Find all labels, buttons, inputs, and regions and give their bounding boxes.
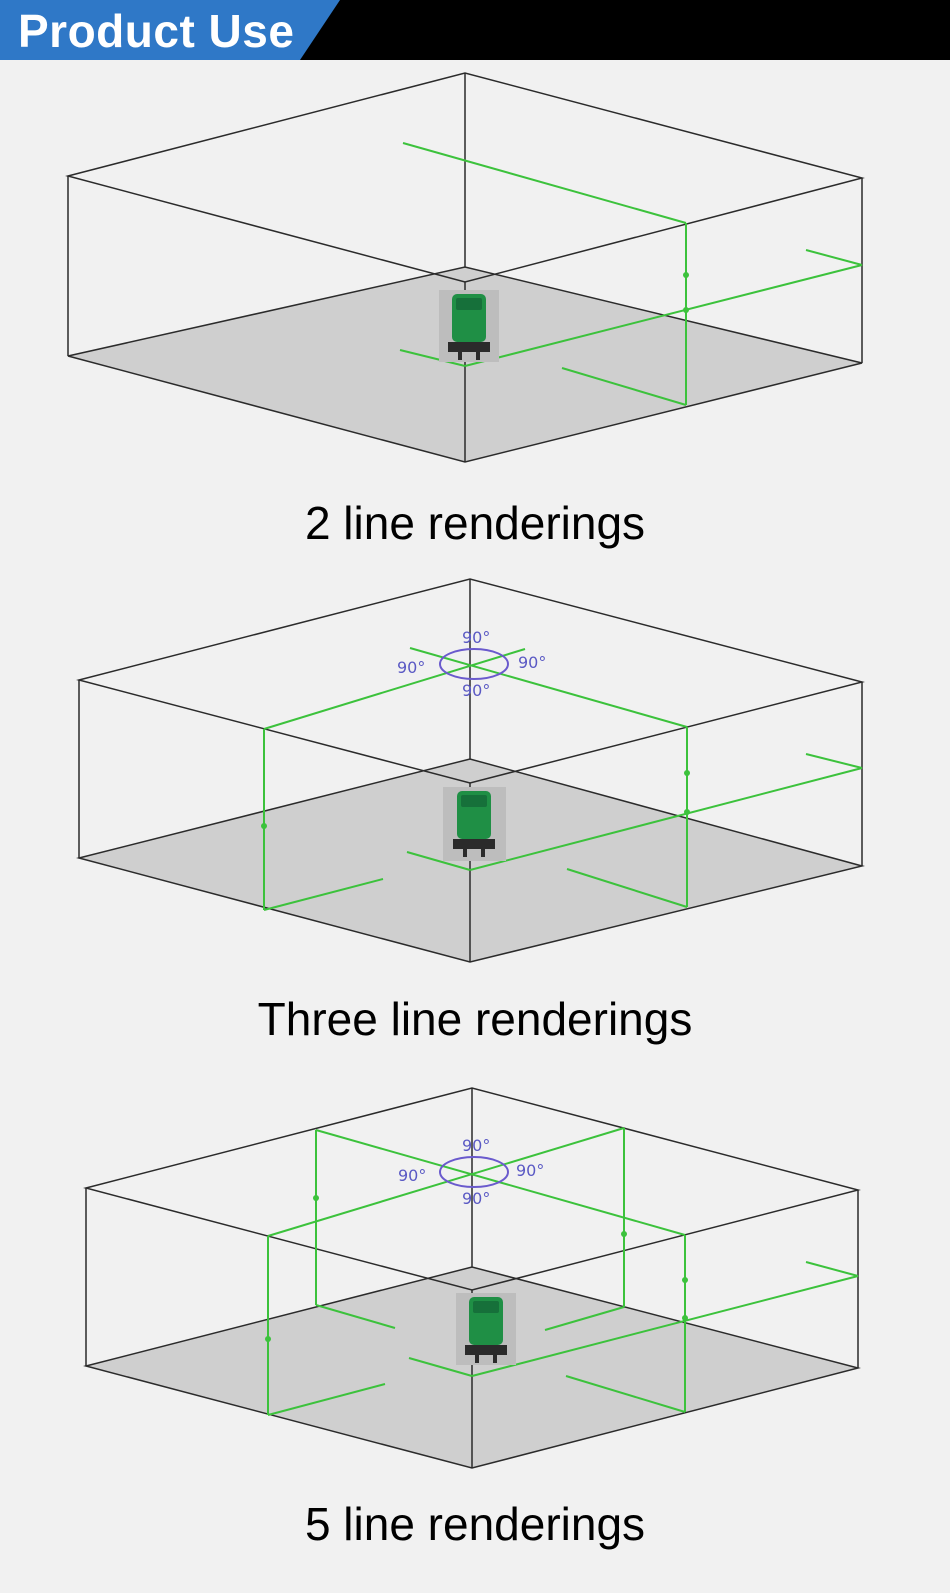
page-title: Product Use (18, 5, 295, 57)
box-diagram-5-line: 90° 90° 90° 90° (83, 1087, 861, 1469)
panel-caption: 2 line renderings (304, 497, 646, 549)
angle-label: 90° (462, 1189, 490, 1208)
laser-level-device-icon (456, 1293, 516, 1365)
angle-label: 90° (397, 658, 425, 677)
laser-level-device-icon (443, 787, 506, 861)
angle-markers: 90° 90° 90° 90° (397, 628, 546, 700)
panel-3-line: 90° 90° 90° 90° Three line renderings (0, 552, 950, 1058)
box-diagram-3-line: 90° 90° 90° 90° (76, 578, 865, 963)
box-wireframe (83, 1087, 861, 1469)
panel-2-line: 2 line renderings (0, 60, 950, 550)
laser-level-device-icon (439, 290, 499, 362)
panel-5-line: 90° 90° 90° 90° 5 line renderings (0, 1060, 950, 1593)
header-bar: Product Use (0, 0, 950, 60)
panel-caption: 5 line renderings (304, 1498, 646, 1550)
angle-label: 90° (518, 653, 546, 672)
panel-caption: Three line renderings (257, 993, 693, 1045)
angle-label: 90° (462, 628, 490, 647)
angle-markers: 90° 90° 90° 90° (398, 1136, 544, 1208)
laser-lines (399, 142, 863, 406)
angle-label: 90° (462, 1136, 490, 1155)
header-tab (0, 0, 340, 60)
laser-lines (261, 647, 863, 911)
box-wireframe (65, 72, 865, 463)
angle-label: 90° (462, 681, 490, 700)
angle-label: 90° (516, 1161, 544, 1180)
angle-label: 90° (398, 1166, 426, 1185)
box-diagram-2-line (65, 72, 865, 463)
